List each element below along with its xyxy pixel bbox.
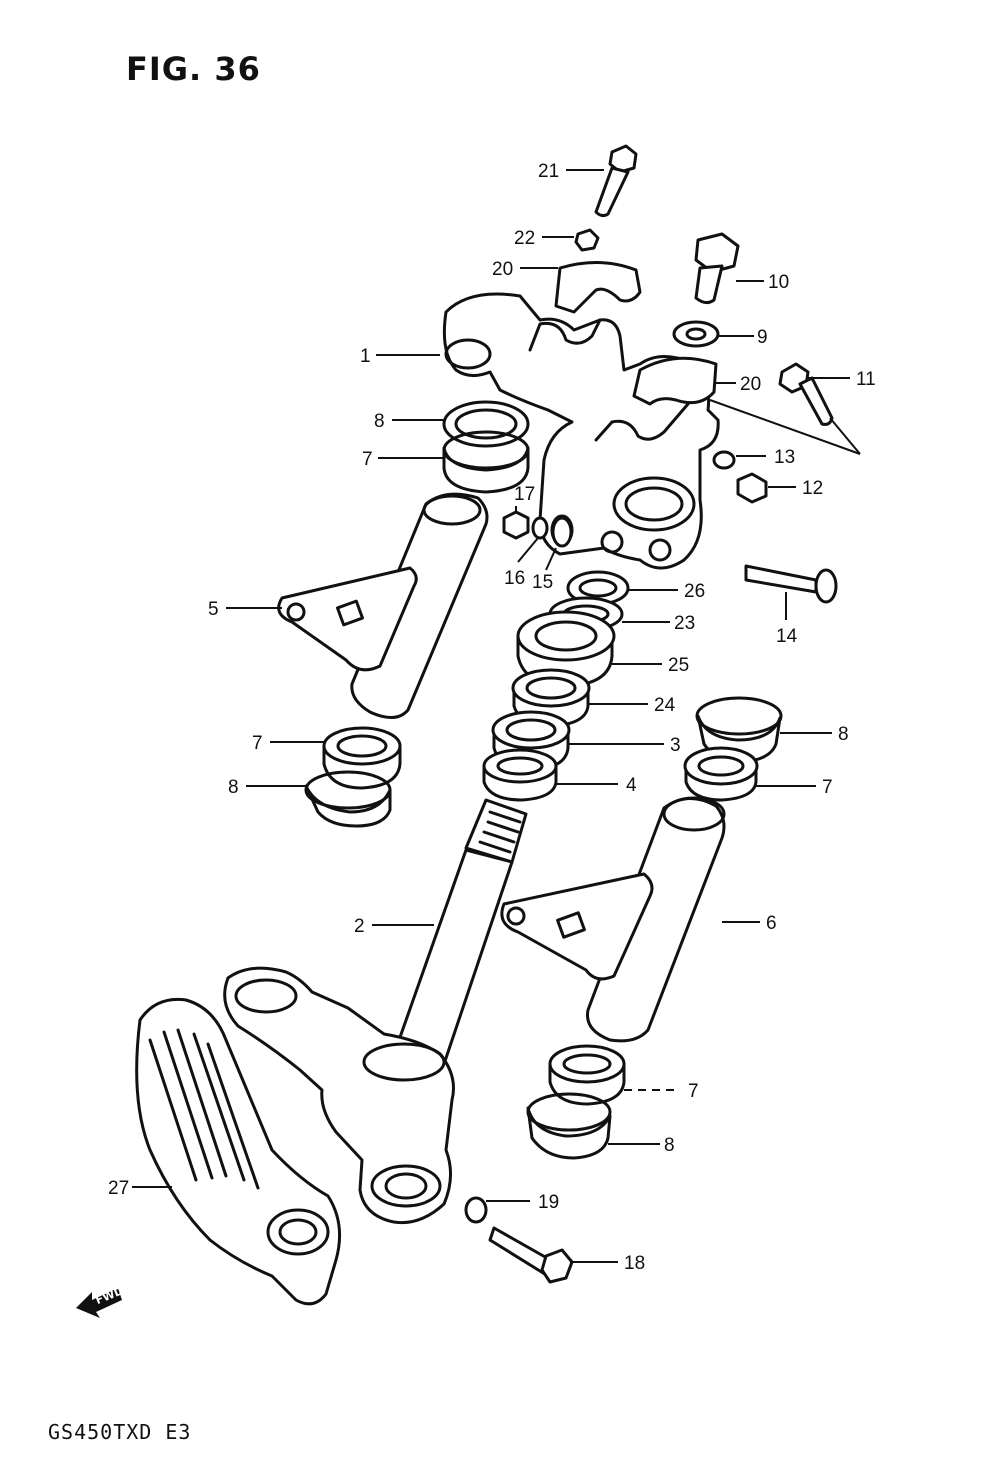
callout-17: 17 xyxy=(514,484,535,505)
callout-3: 3 xyxy=(670,735,681,756)
part-8-seal-upper-left xyxy=(442,400,530,448)
part-5-left-bracket xyxy=(277,492,489,719)
callout-13: 13 xyxy=(774,447,795,468)
callout-7-lower-right: 7 xyxy=(688,1081,699,1102)
callout-4: 4 xyxy=(626,775,637,796)
callout-7-right: 7 xyxy=(822,777,833,798)
part-11-bolt xyxy=(778,362,834,426)
part-16-washer xyxy=(531,516,549,540)
callout-16: 16 xyxy=(504,568,525,589)
callout-7-upper-left: 7 xyxy=(362,449,373,470)
part-14-bolt xyxy=(744,564,838,604)
part-20-clamp-right xyxy=(632,356,718,406)
part-15-grommet xyxy=(551,516,573,548)
lower-bracket xyxy=(223,966,455,1225)
callout-19: 19 xyxy=(538,1192,559,1213)
callout-8-right: 8 xyxy=(838,724,849,745)
part-12-nut xyxy=(736,472,768,504)
callout-23: 23 xyxy=(674,613,695,634)
part-8-seal-lower-right xyxy=(526,1092,612,1160)
part-27-cover xyxy=(135,997,342,1306)
part-19-washer xyxy=(464,1196,488,1224)
callout-20-upper: 20 xyxy=(492,259,513,280)
callout-5: 5 xyxy=(208,599,219,620)
callout-10: 10 xyxy=(768,272,789,293)
part-10-bolt xyxy=(694,232,740,305)
callout-27: 27 xyxy=(108,1178,129,1199)
callout-22: 22 xyxy=(514,228,535,249)
callout-labels: 21 22 20 10 9 1 20 11 8 7 13 12 17 16 15… xyxy=(108,161,876,1274)
part-20-upper-clamp xyxy=(554,260,642,314)
callout-24: 24 xyxy=(654,695,676,716)
callout-25: 25 xyxy=(668,655,689,676)
part-7-bushing-upper-left xyxy=(442,430,530,494)
callout-8-mid-left: 8 xyxy=(228,777,239,798)
part-13-washer xyxy=(712,450,736,470)
part-21-bolt xyxy=(594,144,638,218)
part-4-bearing xyxy=(482,748,558,802)
model-code: GS450TXD E3 xyxy=(48,1420,192,1444)
figure-title: FIG. 36 xyxy=(126,50,261,88)
part-22-nut xyxy=(574,228,600,252)
part-17-nut xyxy=(502,510,530,540)
part-8-seal-mid-left xyxy=(304,770,392,828)
callout-20-right: 20 xyxy=(740,374,761,395)
callout-12: 12 xyxy=(802,478,823,499)
callout-26: 26 xyxy=(684,581,705,602)
callout-21: 21 xyxy=(538,161,559,182)
part-6-right-bracket xyxy=(500,796,726,1043)
part-18-bolt xyxy=(488,1226,574,1284)
callout-8-lower-right: 8 xyxy=(664,1135,675,1156)
callout-11: 11 xyxy=(856,369,876,390)
part-9-washer xyxy=(672,320,720,348)
part-7-bushing-right xyxy=(683,746,759,802)
callout-2: 2 xyxy=(354,916,365,937)
part-7-bushing-mid-left xyxy=(322,726,402,790)
callout-6: 6 xyxy=(766,913,777,934)
part-1-upper-bracket xyxy=(442,292,720,570)
callout-14: 14 xyxy=(776,626,798,647)
part-2-steering-stem xyxy=(390,798,528,1068)
callout-8-upper-left: 8 xyxy=(374,411,385,432)
callout-9: 9 xyxy=(757,327,768,348)
fwd-arrow-icon: FWD xyxy=(76,1284,125,1318)
callout-1: 1 xyxy=(360,346,371,367)
callout-7-mid-left: 7 xyxy=(252,733,263,754)
leader-lines xyxy=(132,169,861,1263)
callout-18: 18 xyxy=(624,1253,645,1274)
callout-15: 15 xyxy=(532,572,553,593)
